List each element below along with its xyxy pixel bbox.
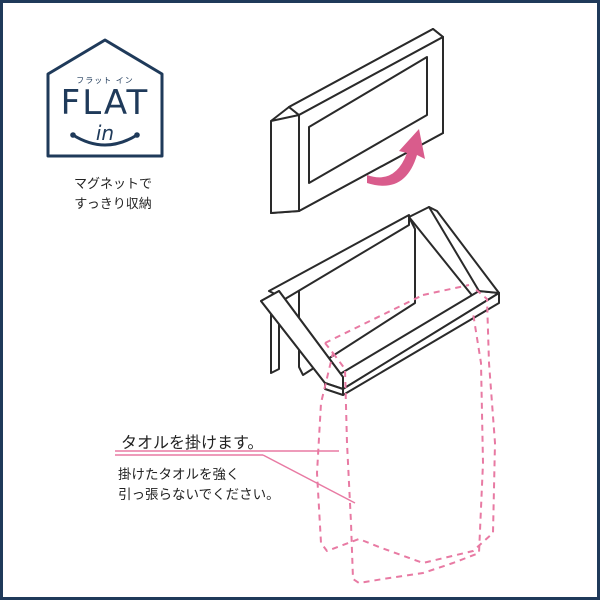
tagline-line-1: マグネットで [73, 177, 152, 192]
tagline: マグネットで すっきり収納 [53, 175, 173, 215]
tagline-line-2: すっきり収納 [74, 197, 152, 212]
smile-icon [71, 133, 139, 147]
wall-mount-plate [270, 28, 444, 214]
towel-bar-bracket [260, 206, 500, 396]
towel-outline [316, 284, 496, 584]
logo-sub-text: in [95, 121, 115, 145]
note-warning: 掛けたタオルを強く 引っ張らないでください。 [118, 465, 280, 505]
logo-kana: フラット イン [76, 76, 134, 85]
note-warning-line-1: 掛けたタオルを強く [118, 467, 240, 483]
logo-main-text: FLAT [60, 83, 150, 123]
rotate-arrow-icon [367, 129, 425, 186]
note-warning-line-2: 引っ張らないでください。 [118, 487, 280, 503]
note-leader-lines [115, 450, 356, 504]
flat-in-logo: フラット イン FLAT in [45, 37, 165, 159]
house-logo-icon [46, 38, 164, 158]
product-illustration [115, 28, 500, 584]
note-hang-towel: タオルを掛けます。 [121, 433, 264, 452]
